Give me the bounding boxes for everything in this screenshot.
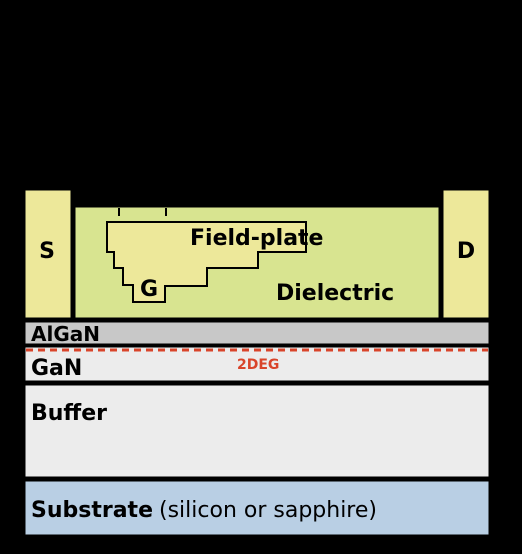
buffer-label: Buffer <box>31 401 107 426</box>
substrate-caption: Substrate(silicon or sapphire) <box>31 498 377 523</box>
dielectric-label: Dielectric <box>276 281 394 306</box>
substrate-label: Substrate <box>31 498 153 523</box>
gate-label: G <box>140 277 158 302</box>
algan-layer <box>22 319 492 347</box>
buffer-layer <box>22 382 492 480</box>
algan-label: AlGaN <box>31 322 100 346</box>
substrate-note: (silicon or sapphire) <box>159 498 377 523</box>
field-plate-label: Field-plate <box>190 226 323 251</box>
drain-contact <box>440 187 492 321</box>
gan-label: GaN <box>31 356 82 381</box>
gate-field-plate <box>106 221 307 303</box>
source-contact <box>22 187 74 321</box>
substrate-layer <box>22 478 492 538</box>
source-label: S <box>39 239 55 264</box>
drain-label: D <box>457 239 475 264</box>
twodeg-label: 2DEG <box>237 357 279 373</box>
